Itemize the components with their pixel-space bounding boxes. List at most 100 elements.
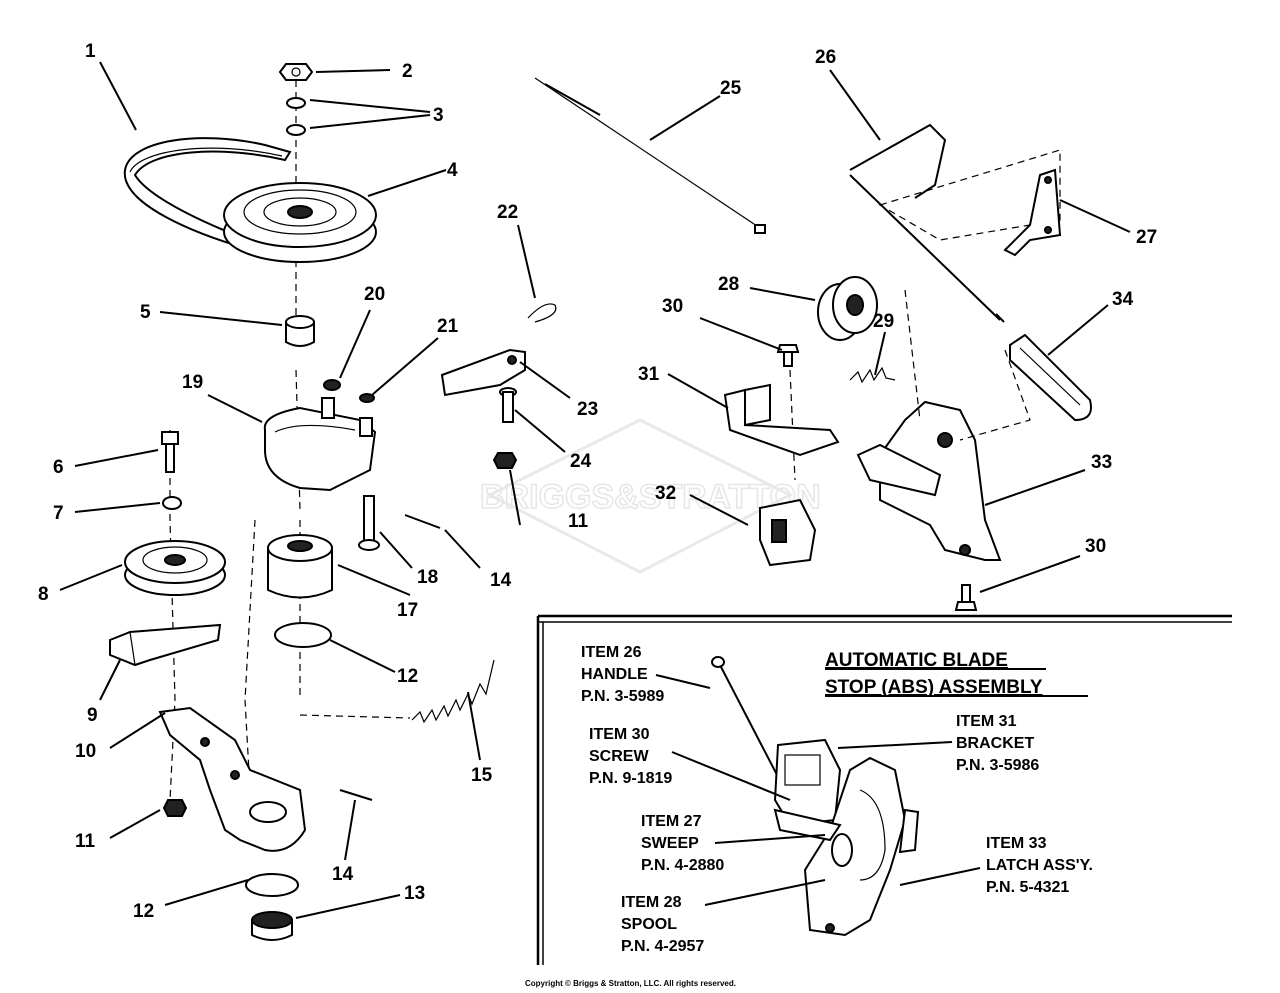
handle-part-26 xyxy=(849,123,1005,323)
svg-text:P.N. 4-2880: P.N. 4-2880 xyxy=(641,857,724,874)
callout-10: 10 xyxy=(75,741,96,762)
inset-item-27: ITEM 27 SWEEP P.N. 4-2880 xyxy=(641,813,724,874)
callout-30: 30 xyxy=(662,296,683,317)
callout-11b: 11 xyxy=(568,511,589,532)
callout-21: 21 xyxy=(437,316,459,337)
spring-part-29 xyxy=(849,366,896,384)
svg-text:P.N. 3-5989: P.N. 3-5989 xyxy=(581,688,664,705)
callout-12: 12 xyxy=(397,666,418,687)
svg-text:BRACKET: BRACKET xyxy=(956,735,1034,752)
callout-13: 13 xyxy=(404,883,425,904)
callout-11: 11 xyxy=(75,831,96,852)
callout-27: 27 xyxy=(1136,227,1157,248)
inset-item-30: ITEM 30 SCREW P.N. 9-1819 xyxy=(589,726,672,787)
svg-text:HANDLE: HANDLE xyxy=(581,666,648,683)
callout-9: 9 xyxy=(87,705,98,726)
ring-part-12b xyxy=(245,873,299,897)
svg-text:ITEM 27: ITEM 27 xyxy=(641,813,702,830)
callout-24: 24 xyxy=(570,451,592,472)
inset-item-31: ITEM 31 BRACKET P.N. 3-5986 xyxy=(956,713,1039,774)
inset-item-26: ITEM 26 HANDLE P.N. 3-5989 xyxy=(581,644,664,705)
svg-text:SPOOL: SPOOL xyxy=(621,916,677,933)
pulley-part-8 xyxy=(124,540,226,596)
belt-part-1 xyxy=(123,137,292,250)
bushing-part-13 xyxy=(251,911,293,941)
washer-part-20 xyxy=(323,379,341,391)
callout-5: 5 xyxy=(140,302,151,323)
svg-text:P.N. 3-5986: P.N. 3-5986 xyxy=(956,757,1039,774)
svg-text:ITEM 33: ITEM 33 xyxy=(986,835,1047,852)
callout-31: 31 xyxy=(638,364,660,385)
callout-29: 29 xyxy=(873,311,894,332)
callout-1: 1 xyxy=(85,41,96,62)
callout-6: 6 xyxy=(53,457,64,478)
svg-text:P.N. 5-4321: P.N. 5-4321 xyxy=(986,879,1069,896)
latch-part-33 xyxy=(856,400,1002,561)
abs-assembly-illustration xyxy=(711,656,920,937)
svg-text:ITEM 30: ITEM 30 xyxy=(589,726,650,743)
callout-3: 3 xyxy=(433,105,444,126)
cotter-pin-part-14b xyxy=(339,789,373,801)
callout-17: 17 xyxy=(397,600,418,621)
callout-26: 26 xyxy=(815,47,836,68)
svg-text:ITEM 31: ITEM 31 xyxy=(956,713,1017,730)
callout-28: 28 xyxy=(718,274,739,295)
callout-20: 20 xyxy=(364,284,385,305)
switch-part-32 xyxy=(759,498,817,567)
nut-part-11b xyxy=(492,452,518,469)
screw-part-30 xyxy=(776,344,800,367)
inset-box xyxy=(536,614,1232,965)
svg-text:ITEM 28: ITEM 28 xyxy=(621,894,682,911)
callout-33: 33 xyxy=(1091,452,1112,473)
pin-part-18 xyxy=(358,495,380,551)
bracket-part-9 xyxy=(109,623,222,667)
callout-15: 15 xyxy=(471,765,493,786)
spacer-part-17 xyxy=(267,534,333,599)
spool-part-28 xyxy=(817,276,878,341)
svg-text:P.N. 9-1819: P.N. 9-1819 xyxy=(589,770,672,787)
inset-item-28: ITEM 28 SPOOL P.N. 4-2957 xyxy=(621,894,704,955)
callout-32: 32 xyxy=(655,483,676,504)
ring-part-12 xyxy=(274,622,332,648)
inset-title-line1: AUTOMATIC BLADE xyxy=(825,650,1008,671)
bracket-part-31 xyxy=(723,383,840,457)
grip-part-34 xyxy=(1009,333,1092,422)
callout-22: 22 xyxy=(497,202,518,223)
nut-part-2 xyxy=(278,63,314,81)
pulley-part-4 xyxy=(223,182,377,263)
callout-19: 19 xyxy=(182,372,203,393)
screw-part-30b xyxy=(954,584,978,611)
sweep-part-27 xyxy=(1003,168,1062,257)
callout-14b: 14 xyxy=(332,864,354,885)
bolt-part-6 xyxy=(161,431,179,473)
stud-part-24 xyxy=(499,387,517,423)
svg-text:SCREW: SCREW xyxy=(589,748,649,765)
idler-arm-part-19 xyxy=(263,397,377,492)
washer-part-7 xyxy=(162,496,182,510)
washer-part-21 xyxy=(359,393,375,403)
inset-item-33: ITEM 33 LATCH ASS'Y. P.N. 5-4321 xyxy=(986,835,1093,896)
callout-23: 23 xyxy=(577,399,598,420)
svg-text:P.N. 4-2957: P.N. 4-2957 xyxy=(621,938,704,955)
svg-text:LATCH ASS'Y.: LATCH ASS'Y. xyxy=(986,857,1093,874)
copyright-notice: Copyright © Briggs & Stratton, LLC. All … xyxy=(525,979,736,988)
callout-18: 18 xyxy=(417,567,438,588)
svg-text:SWEEP: SWEEP xyxy=(641,835,699,852)
callout-30b: 30 xyxy=(1085,536,1106,557)
svg-text:ITEM 26: ITEM 26 xyxy=(581,644,642,661)
callout-14: 14 xyxy=(490,570,512,591)
callout-4: 4 xyxy=(447,160,458,181)
cotter-pin-part-14 xyxy=(404,514,441,529)
nut-part-11 xyxy=(162,799,188,817)
bushing-part-5 xyxy=(285,315,315,347)
clip-part-22 xyxy=(527,303,557,323)
washers-part-3 xyxy=(286,97,306,136)
callout-7: 7 xyxy=(53,503,64,524)
callout-25: 25 xyxy=(720,78,742,99)
inset-title-line2: STOP (ABS) ASSEMBLY xyxy=(825,677,1043,698)
cable-part-25 xyxy=(534,77,766,234)
callout-2: 2 xyxy=(402,61,413,82)
callout-34: 34 xyxy=(1112,289,1134,310)
callout-8: 8 xyxy=(38,584,49,605)
